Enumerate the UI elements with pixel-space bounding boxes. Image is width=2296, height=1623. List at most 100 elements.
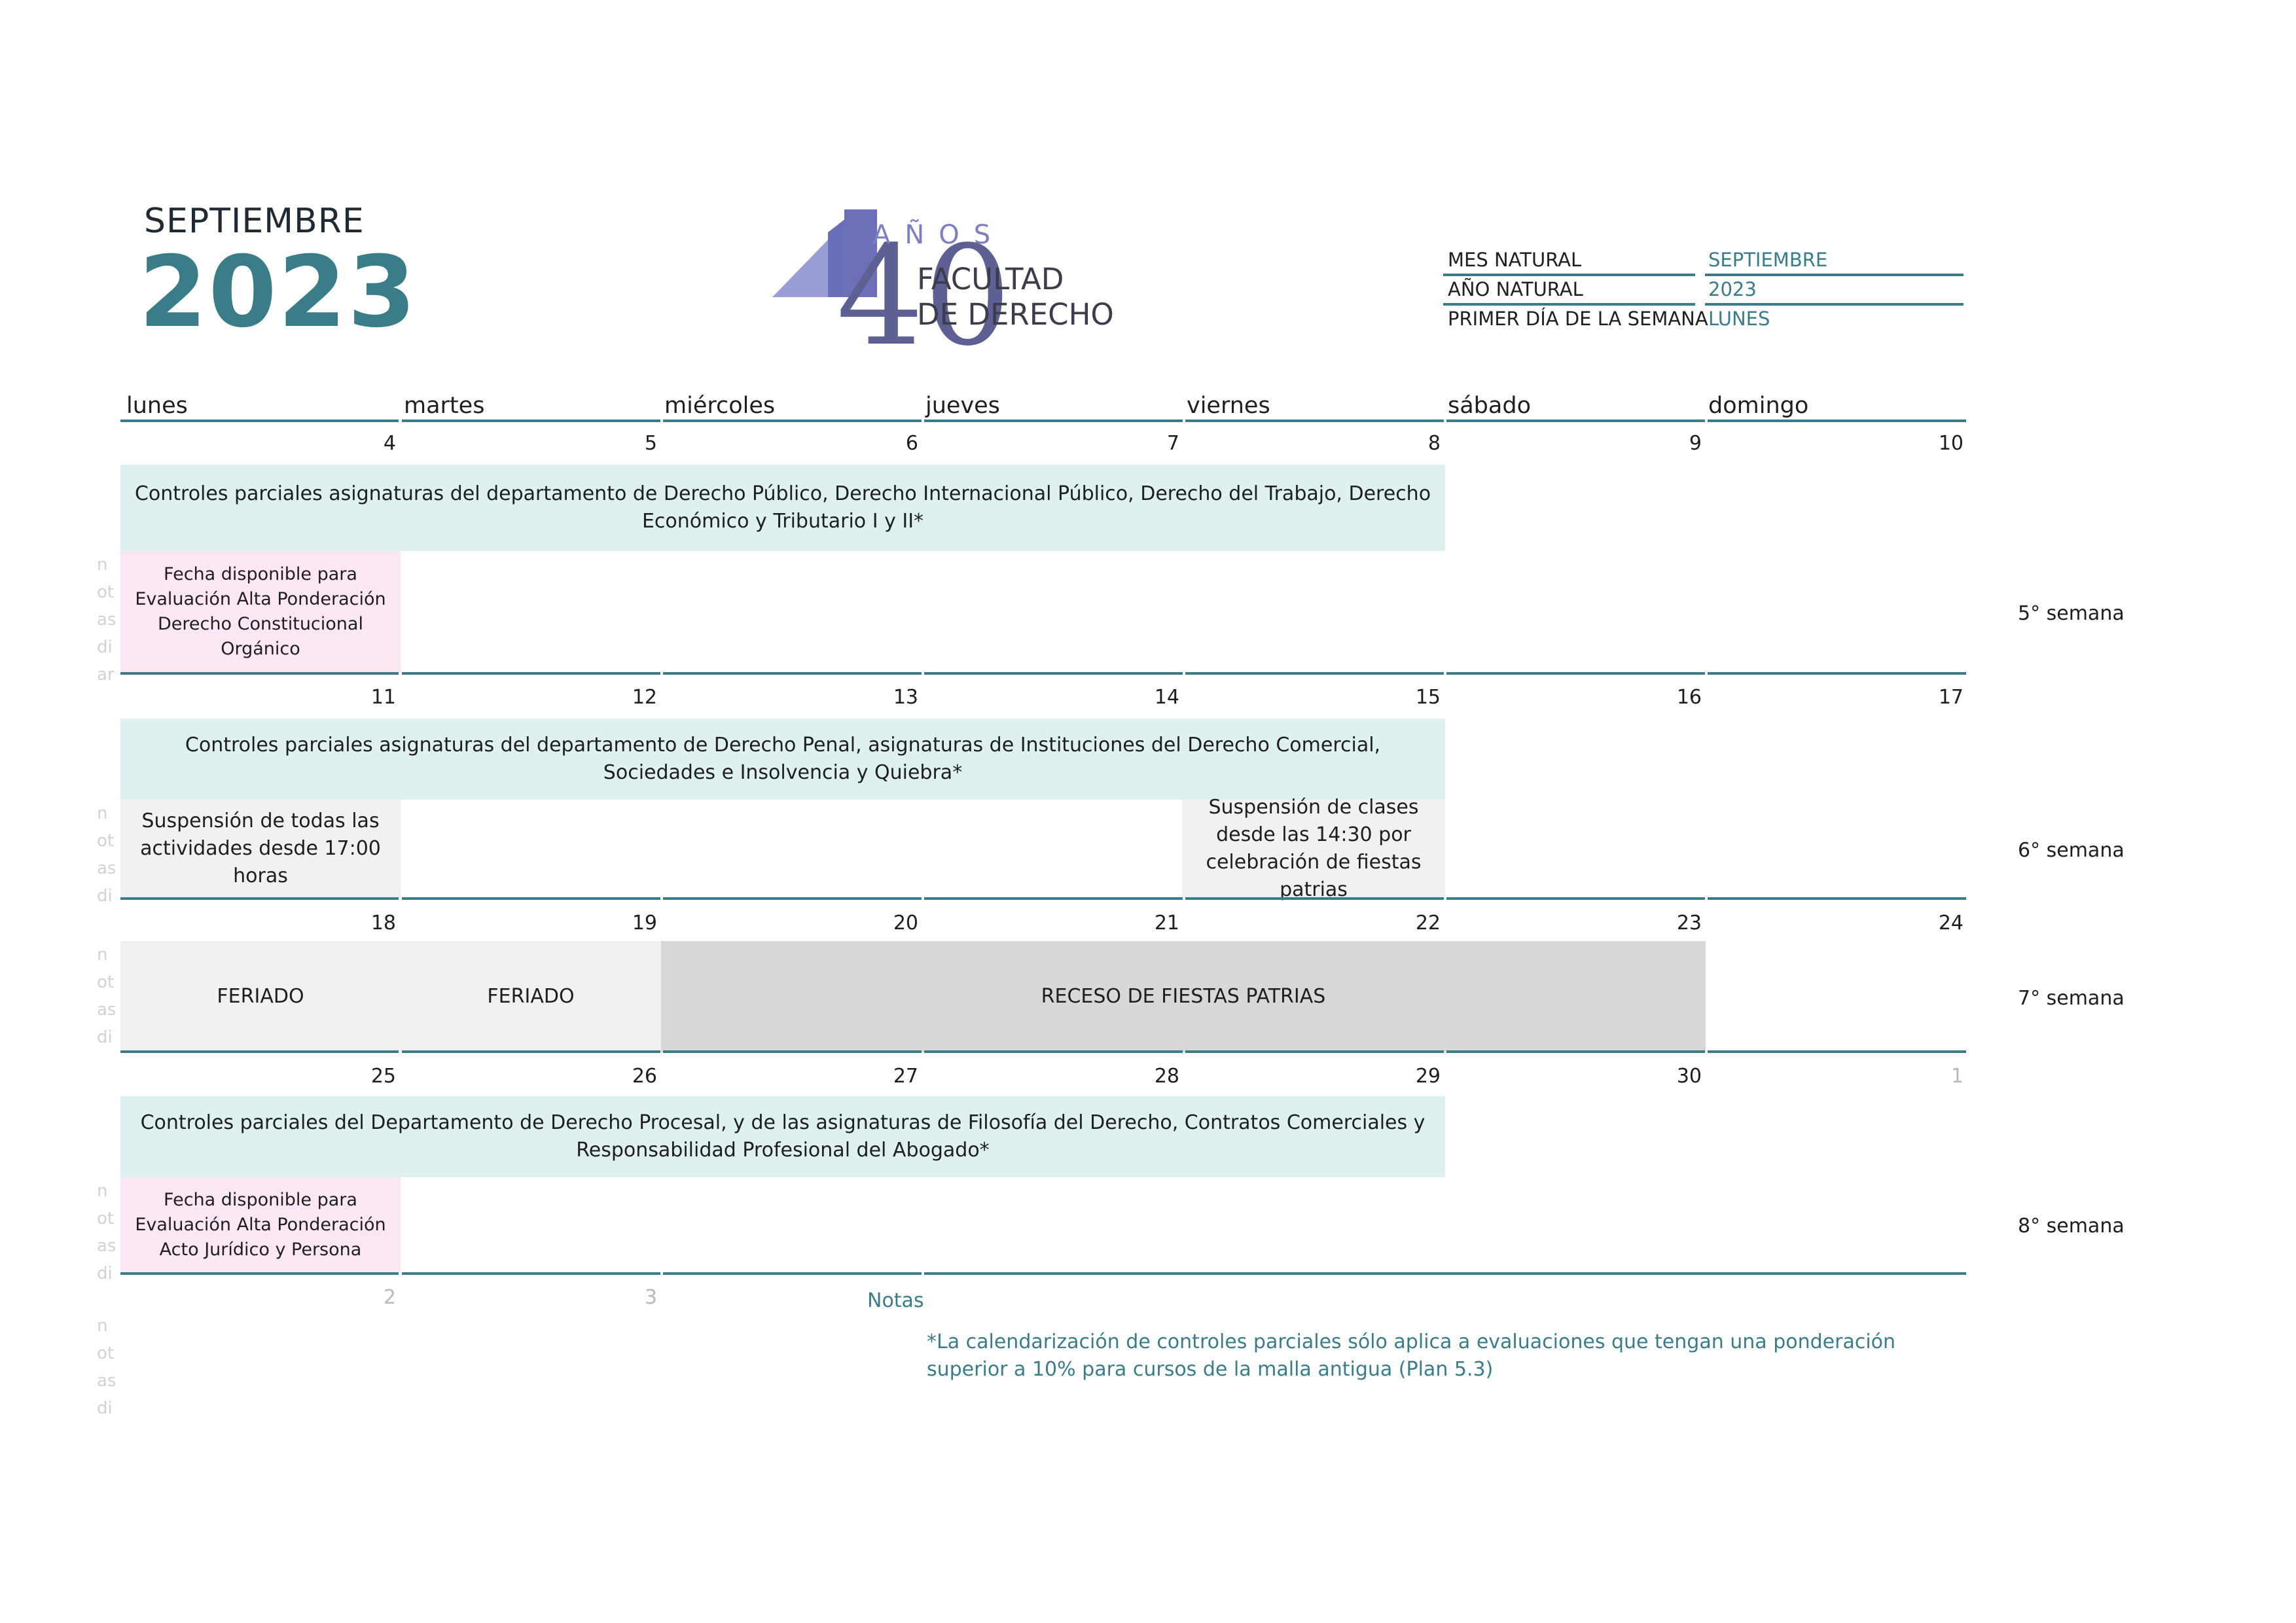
- day-number: 19: [632, 912, 657, 935]
- logo-faculty-line2: DE DERECHO: [917, 297, 1114, 332]
- week-divider: [924, 1050, 1183, 1053]
- info-value-year: 2023: [1708, 278, 1757, 300]
- day-number-next-month: 3: [644, 1286, 657, 1309]
- header-underline: [663, 419, 922, 422]
- event-evaluacion-alta-ponderacion[interactable]: Fecha disponible para Evaluación Alta Po…: [120, 551, 401, 673]
- day-number: 14: [1154, 686, 1179, 709]
- event-suspension-actividades[interactable]: Suspensión de todas las actividades desd…: [120, 800, 401, 898]
- day-number: 25: [370, 1065, 396, 1088]
- week-divider: [120, 1272, 399, 1275]
- event-receso-fiestas-patrias[interactable]: RECESO DE FIESTAS PATRIAS: [661, 941, 1706, 1052]
- week-divider: [402, 1050, 660, 1053]
- weekday-header: jueves: [925, 393, 1000, 419]
- day-number: 26: [632, 1065, 657, 1088]
- week-label: 7° semana: [2018, 987, 2125, 1010]
- day-number-next-month: 2: [383, 1286, 396, 1309]
- day-number-next-month: 1: [1950, 1065, 1964, 1088]
- week-divider: [1446, 1050, 1705, 1053]
- weekday-header: martes: [404, 393, 485, 419]
- event-controles-parciales[interactable]: Controles parciales asignaturas del depa…: [120, 465, 1445, 551]
- notes-label: Notas: [867, 1289, 924, 1312]
- week-divider: [402, 897, 660, 900]
- day-number: 13: [893, 686, 918, 709]
- day-number: 7: [1166, 432, 1179, 455]
- week-divider: [402, 1272, 660, 1275]
- day-number: 29: [1415, 1065, 1441, 1088]
- week-divider: [924, 897, 1183, 900]
- day-number: 28: [1154, 1065, 1179, 1088]
- week-divider: [663, 897, 922, 900]
- month-name: SEPTIEMBRE: [144, 202, 365, 241]
- weekday-header: lunes: [126, 393, 188, 419]
- week-divider: [1185, 672, 1444, 675]
- week-divider: [1185, 1050, 1444, 1053]
- week-divider: [1446, 672, 1705, 675]
- day-number: 18: [370, 912, 396, 935]
- day-number: 4: [383, 432, 396, 455]
- info-value-first-day: LUNES: [1708, 308, 1770, 330]
- day-number: 17: [1938, 686, 1964, 709]
- day-number: 9: [1689, 432, 1702, 455]
- event-evaluacion-alta-ponderacion[interactable]: Fecha disponible para Evaluación Alta Po…: [120, 1177, 401, 1273]
- day-number: 20: [893, 912, 918, 935]
- info-label-month: MES NATURAL: [1448, 249, 1582, 271]
- event-feriado[interactable]: FERIADO: [120, 941, 401, 1052]
- week-divider: [402, 672, 660, 675]
- weekday-header: viernes: [1187, 393, 1270, 419]
- day-number: 21: [1154, 912, 1179, 935]
- week-divider: [120, 672, 399, 675]
- info-label-year: AÑO NATURAL: [1448, 278, 1583, 300]
- day-number: 10: [1938, 432, 1964, 455]
- logo-anos-text: AÑOS: [872, 220, 1005, 250]
- info-divider: [1443, 274, 1695, 276]
- logo-faculty-line1: FACULTAD: [917, 262, 1064, 296]
- faculty-logo: 40: [772, 209, 1011, 353]
- week-divider: [924, 1272, 1966, 1275]
- event-controles-parciales[interactable]: Controles parciales del Departamento de …: [120, 1096, 1445, 1177]
- week-divider: [1185, 897, 1444, 900]
- header-underline: [1185, 419, 1444, 422]
- day-number: 27: [893, 1065, 918, 1088]
- day-number: 6: [905, 432, 918, 455]
- header-underline: [402, 419, 660, 422]
- header-underline: [120, 419, 399, 422]
- info-divider: [1705, 274, 1964, 276]
- week-divider: [663, 1272, 922, 1275]
- info-label-first-day: PRIMER DÍA DE LA SEMANA: [1448, 308, 1708, 330]
- week-divider: [1708, 1050, 1966, 1053]
- event-suspension-clases[interactable]: Suspensión de clases desde las 14:30 por…: [1182, 796, 1445, 901]
- day-number: 5: [644, 432, 657, 455]
- weekday-header: sábado: [1448, 393, 1531, 419]
- week-label: 5° semana: [2018, 602, 2125, 625]
- week-divider: [1708, 897, 1966, 900]
- info-value-month: SEPTIEMBRE: [1708, 249, 1828, 271]
- day-number: 8: [1427, 432, 1441, 455]
- info-divider: [1705, 303, 1964, 306]
- week-divider: [120, 897, 399, 900]
- week-divider: [924, 672, 1183, 675]
- logo-years-number: 40: [836, 216, 1011, 353]
- header-underline: [924, 419, 1183, 422]
- weekday-header: miércoles: [664, 393, 776, 419]
- day-number: 15: [1415, 686, 1441, 709]
- week-divider: [1446, 897, 1705, 900]
- event-controles-parciales[interactable]: Controles parciales asignaturas del depa…: [120, 719, 1445, 800]
- day-number: 22: [1415, 912, 1441, 935]
- week-divider: [120, 1050, 399, 1053]
- day-number: 11: [370, 686, 396, 709]
- week-divider: [663, 672, 922, 675]
- day-number: 16: [1676, 686, 1702, 709]
- info-divider: [1443, 303, 1695, 306]
- year-title: 2023: [139, 236, 418, 349]
- event-feriado[interactable]: FERIADO: [401, 941, 661, 1052]
- day-number: 23: [1676, 912, 1702, 935]
- day-number: 30: [1676, 1065, 1702, 1088]
- day-number: 12: [632, 686, 657, 709]
- week-label: 8° semana: [2018, 1215, 2125, 1238]
- footnote-text: *La calendarización de controles parcial…: [927, 1330, 1896, 1381]
